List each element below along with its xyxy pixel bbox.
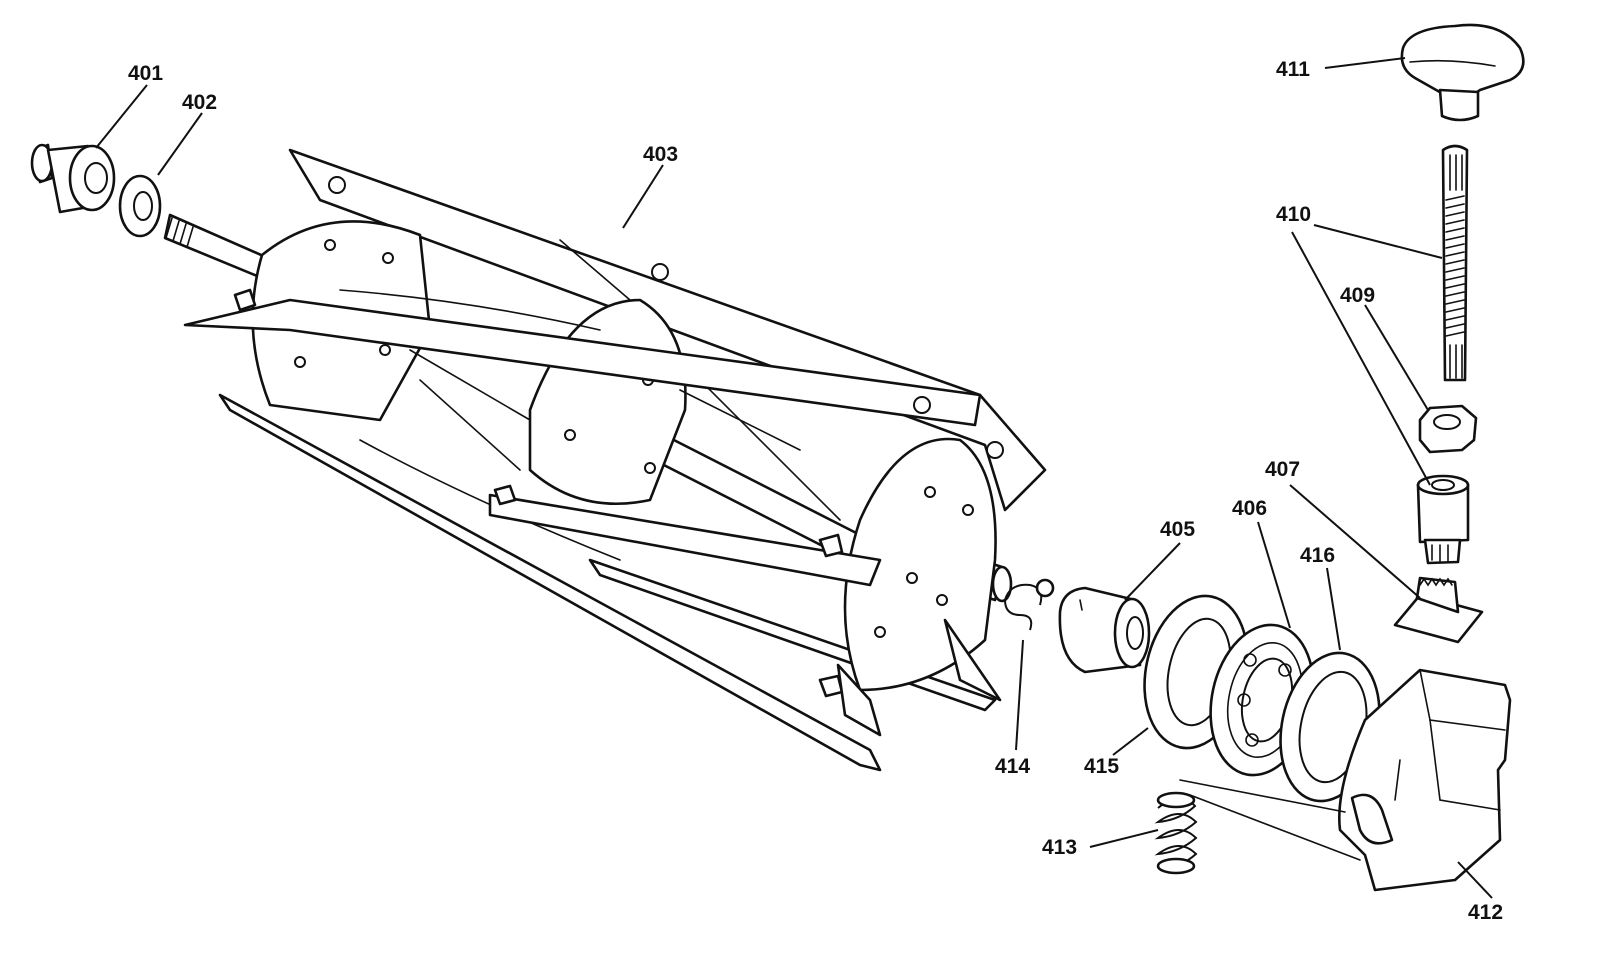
label-406: 406 <box>1232 497 1267 520</box>
part-labels: 401 402 403 405 406 407 409 410 411 412 … <box>128 58 1503 924</box>
part-414-clip <box>1003 578 1055 631</box>
label-411: 411 <box>1276 58 1310 81</box>
part-adjuster-sleeve <box>1416 474 1470 565</box>
label-407: 407 <box>1265 458 1300 481</box>
label-410: 410 <box>1276 203 1311 226</box>
part-412-bearing-bracket <box>1338 668 1512 892</box>
part-411-knob <box>1400 23 1525 122</box>
leader-lines <box>95 57 1493 899</box>
label-413: 413 <box>1042 836 1077 859</box>
label-415: 415 <box>1084 755 1119 778</box>
part-403-cutting-cylinder <box>163 148 1047 772</box>
part-413-spring <box>1154 791 1198 875</box>
part-409-nut <box>1418 404 1478 454</box>
label-401: 401 <box>128 62 163 85</box>
label-414: 414 <box>995 755 1030 778</box>
label-412: 412 <box>1468 901 1503 924</box>
part-407-spline-plate <box>1393 576 1484 644</box>
part-405-bearing-housing <box>1058 586 1151 674</box>
part-410-threaded-rod <box>1441 144 1469 382</box>
label-402: 402 <box>182 91 217 114</box>
label-416: 416 <box>1300 544 1335 567</box>
label-409: 409 <box>1340 284 1375 307</box>
part-401-end-cap <box>30 143 116 214</box>
label-405: 405 <box>1160 518 1195 541</box>
part-402-washer <box>118 174 162 238</box>
label-403: 403 <box>643 143 678 166</box>
spring-alignment-line <box>1179 779 1361 861</box>
